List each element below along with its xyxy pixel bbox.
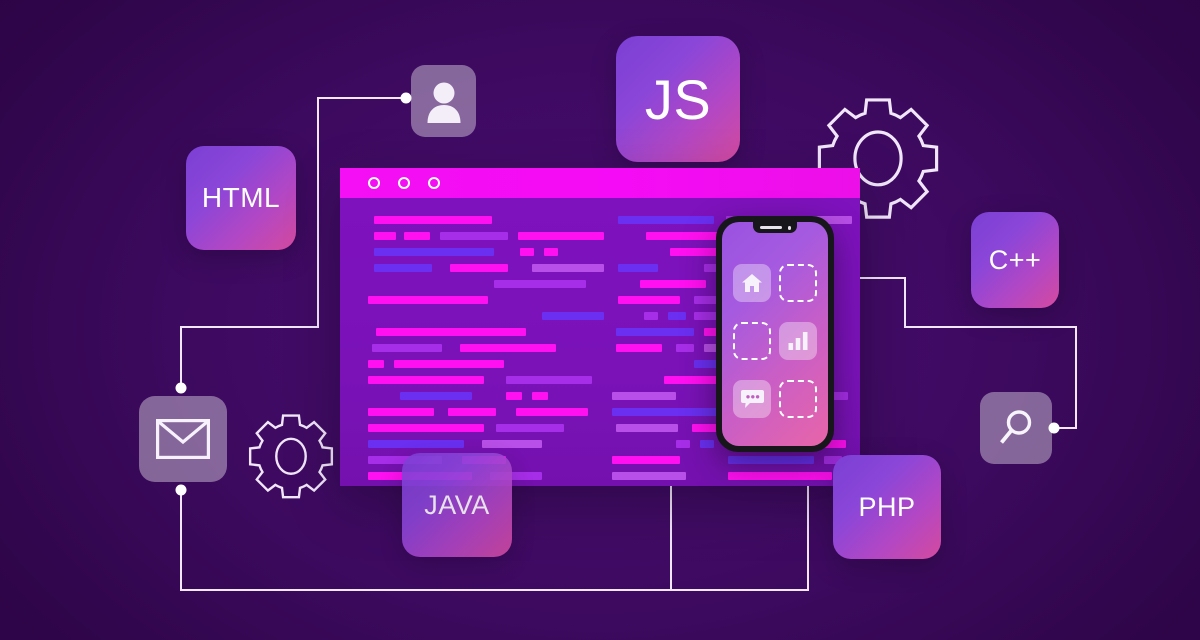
code-line: [372, 344, 442, 352]
tile-php-label: PHP: [858, 491, 916, 522]
code-line: [616, 424, 678, 432]
code-line: [494, 280, 586, 288]
tile-user[interactable]: [411, 65, 476, 137]
wire-phone-to-search: [804, 277, 1077, 429]
code-line: [400, 392, 472, 400]
code-line: [612, 472, 686, 480]
code-line: [374, 248, 494, 256]
front-camera-icon: [787, 226, 791, 230]
code-line: [618, 216, 714, 224]
code-line: [482, 440, 542, 448]
window-dot-close[interactable]: [368, 177, 380, 189]
code-line: [516, 408, 588, 416]
wire-user-to-mail: [180, 97, 407, 389]
gear-small-icon: [245, 410, 337, 502]
code-line: [824, 456, 842, 464]
code-line: [460, 344, 556, 352]
code-line: [368, 296, 488, 304]
app-slot-chart[interactable]: [779, 322, 817, 360]
code-line: [612, 456, 680, 464]
node-mail-top: [175, 382, 187, 394]
code-line: [618, 264, 658, 272]
tile-mail[interactable]: [139, 396, 227, 482]
code-line: [374, 232, 396, 240]
tile-js-label: JS: [644, 67, 712, 131]
code-line: [646, 232, 730, 240]
tile-js[interactable]: JS: [616, 36, 740, 162]
code-line: [404, 232, 430, 240]
tile-cpp[interactable]: C++: [971, 212, 1059, 308]
code-line: [518, 232, 604, 240]
magnifier-icon: [1000, 410, 1032, 444]
phone-screen: [722, 222, 828, 446]
code-line: [506, 392, 522, 400]
code-line: [644, 312, 658, 320]
gear-large-icon: [812, 92, 944, 224]
mobile-phone-mockup: [716, 216, 834, 452]
code-line: [450, 264, 508, 272]
code-line: [394, 360, 504, 368]
code-line: [374, 264, 432, 272]
tile-java[interactable]: JAVA: [402, 453, 512, 557]
tile-java-label: JAVA: [424, 489, 490, 520]
code-line: [368, 360, 384, 368]
bar-chart-icon: [788, 332, 808, 350]
code-line: [542, 312, 604, 320]
code-line: [496, 424, 564, 432]
tile-php[interactable]: PHP: [833, 455, 941, 559]
person-icon: [427, 82, 460, 123]
chat-icon: [740, 390, 764, 408]
code-line: [640, 280, 706, 288]
node-user: [400, 92, 412, 104]
code-line: [532, 392, 548, 400]
code-line: [618, 296, 680, 304]
app-slot-empty-middle-left[interactable]: [733, 322, 771, 360]
node-mail-bottom: [175, 484, 187, 496]
code-line: [616, 344, 662, 352]
code-line: [676, 344, 694, 352]
code-line: [520, 248, 534, 256]
code-line: [368, 408, 434, 416]
app-slot-empty-bottom-right[interactable]: [779, 380, 817, 418]
code-line: [612, 392, 676, 400]
code-line: [440, 232, 508, 240]
tile-cpp-label: C++: [988, 244, 1042, 275]
tile-html-label: HTML: [201, 182, 281, 213]
code-line: [544, 248, 558, 256]
code-line: [700, 440, 714, 448]
code-line: [532, 264, 604, 272]
code-line: [448, 408, 496, 416]
node-search: [1048, 422, 1060, 434]
code-line: [616, 328, 694, 336]
tile-html[interactable]: HTML: [186, 146, 296, 250]
window-dot-maximize[interactable]: [428, 177, 440, 189]
code-line: [490, 472, 542, 480]
speaker-grille-icon: [760, 226, 782, 229]
app-slot-empty-top-right[interactable]: [779, 264, 817, 302]
code-line: [668, 312, 686, 320]
code-line: [374, 216, 492, 224]
home-icon: [742, 274, 762, 292]
code-line: [728, 472, 832, 480]
code-line: [368, 440, 464, 448]
tile-search[interactable]: [980, 392, 1052, 464]
code-line: [612, 408, 728, 416]
code-line: [676, 440, 690, 448]
code-line: [368, 376, 484, 384]
code-line: [728, 456, 814, 464]
window-dot-minimize[interactable]: [398, 177, 410, 189]
code-line: [376, 328, 526, 336]
app-slot-chat[interactable]: [733, 380, 771, 418]
envelope-icon: [156, 419, 210, 459]
code-line: [506, 376, 592, 384]
phone-notch: [753, 222, 797, 233]
browser-title-bar: [340, 168, 860, 198]
wire-mail-to-phone: [180, 396, 809, 591]
app-slot-home[interactable]: [733, 264, 771, 302]
code-line: [368, 424, 484, 432]
